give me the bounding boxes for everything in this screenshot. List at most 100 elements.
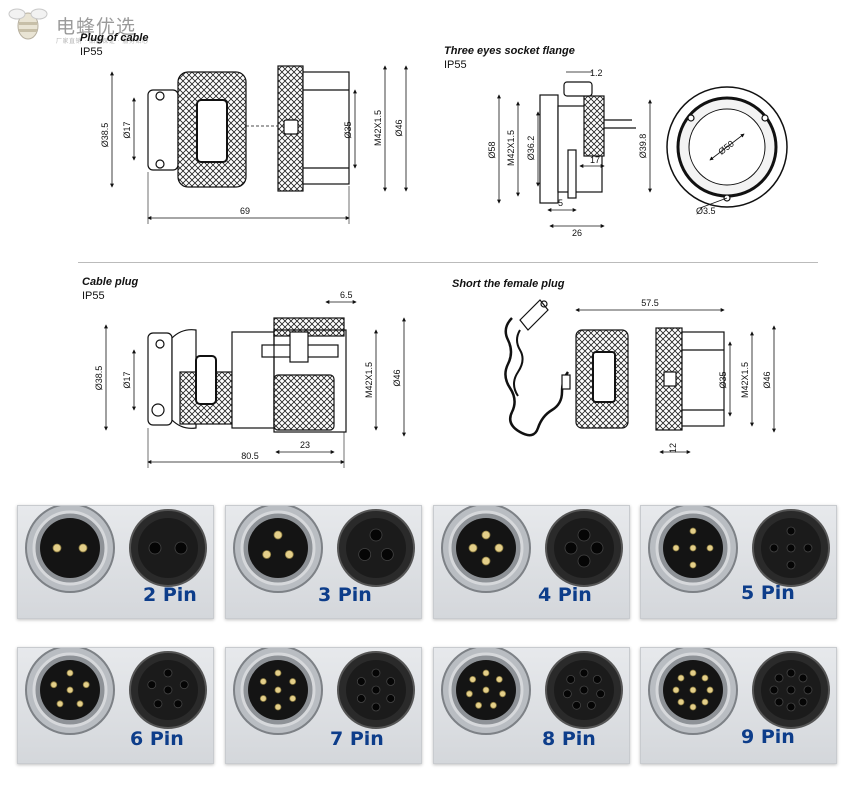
male-pin	[689, 703, 697, 711]
pin-count-label: 4 Pin	[538, 584, 592, 606]
male-socket-insert	[248, 518, 308, 578]
female-socket-hole	[586, 700, 596, 710]
female-socket-hole	[369, 528, 383, 542]
male-pin	[677, 698, 685, 706]
male-pin	[259, 678, 267, 685]
connector-photo	[648, 506, 830, 593]
female-socket-hole	[386, 677, 396, 686]
connector-photo	[25, 506, 207, 593]
dim-label: 6.5	[340, 290, 353, 300]
dim-label: Ø46	[762, 371, 772, 388]
pin-count-label: 7 Pin	[330, 728, 384, 750]
drawing-socket-flange	[497, 71, 788, 228]
female-socket-hole	[358, 548, 372, 561]
section-sub-cable-plug: IP55	[82, 290, 105, 302]
male-pin	[689, 527, 697, 535]
female-socket-hole	[371, 702, 381, 712]
female-socket-hole	[803, 543, 813, 553]
female-socket-hole	[163, 685, 173, 695]
dim-label: 57.5	[641, 298, 659, 308]
male-pin	[274, 703, 282, 711]
connector-photo	[441, 506, 623, 593]
female-socket-hole	[798, 673, 808, 683]
dim-label: Ø46	[394, 119, 404, 136]
male-socket-insert	[456, 518, 516, 578]
male-pin	[466, 690, 473, 698]
female-socket-hole	[786, 526, 796, 536]
female-socket-hole	[386, 694, 396, 703]
male-pin	[274, 686, 282, 694]
female-socket-hole	[564, 541, 578, 555]
female-socket-hole	[786, 543, 796, 553]
drawing-cable-plug	[104, 300, 406, 468]
male-pin	[706, 544, 714, 552]
section-divider	[78, 262, 818, 263]
male-pin	[482, 686, 490, 694]
dim-label: Ø35	[343, 121, 353, 138]
male-pin	[701, 698, 709, 706]
female-socket-hole	[179, 680, 189, 690]
cable-clamp	[147, 89, 179, 171]
female-socket-hole	[592, 674, 602, 684]
male-pin	[52, 543, 62, 553]
female-socket-hole	[579, 668, 589, 678]
dim-label: 23	[300, 440, 310, 450]
male-pin	[494, 543, 504, 553]
clamp-screw	[151, 403, 165, 417]
dim-label: 26	[572, 228, 582, 238]
pin-panel: 9 Pin	[640, 647, 837, 764]
female-socket-hole	[577, 554, 591, 568]
dim-label: Ø17	[122, 371, 132, 388]
pin-count-label: 3 Pin	[318, 584, 372, 606]
dim-label: 12	[668, 443, 678, 453]
drawing-plug-of-cable	[110, 65, 408, 224]
male-pin	[495, 675, 503, 683]
dim-label: M42X1.5	[506, 130, 516, 166]
male-pin	[273, 530, 283, 540]
pin-count-label: 6 Pin	[130, 728, 184, 750]
male-pin	[262, 550, 272, 559]
male-pin	[274, 669, 282, 677]
pin-panel: 3 Pin	[225, 505, 422, 619]
female-socket-hole	[786, 685, 796, 695]
female-socket-hole	[163, 668, 173, 678]
male-pin	[76, 700, 84, 708]
flange-front-outer	[666, 86, 788, 208]
female-socket-hole	[786, 702, 796, 712]
pin-count-label: 2 Pin	[143, 584, 197, 606]
retaining-chain	[504, 317, 570, 437]
logo-text: 电蜂优选	[56, 16, 137, 38]
connector-photo	[441, 648, 623, 735]
female-socket-hole	[579, 685, 589, 695]
female-socket-hole	[371, 668, 381, 678]
female-socket-hole	[147, 680, 157, 690]
section-title-plug-of-cable: Plug of cable	[80, 32, 149, 44]
dim-label: M42X1.5	[364, 362, 374, 398]
male-pin	[689, 669, 697, 677]
male-pin	[284, 550, 294, 559]
female-socket-hole	[566, 674, 576, 684]
pin-panel: 4 Pin	[433, 505, 630, 619]
section-sub-socket-flange: IP55	[444, 59, 467, 71]
connector-photo	[233, 648, 415, 735]
male-pin	[481, 530, 491, 540]
dim-label: Ø39.8	[638, 134, 648, 159]
female-socket-hole	[798, 697, 808, 707]
male-pin	[701, 674, 709, 682]
logo-tagline: 厂家直销 · 品质保证 · 服务贴心	[56, 38, 149, 45]
dim-label: 69	[240, 206, 250, 216]
female-socket-hole	[590, 541, 604, 555]
male-pin	[481, 556, 491, 566]
male-pin	[259, 695, 267, 702]
clamp-screw	[155, 91, 165, 101]
brand-logo: 电蜂优选 厂家直销 · 品质保证 · 服务贴心	[4, 4, 174, 45]
male-pin	[78, 543, 88, 553]
female-socket-hole	[774, 697, 784, 707]
connector-photo	[648, 648, 830, 735]
female-socket-hole	[356, 677, 366, 686]
female-socket-hole	[572, 700, 582, 710]
female-socket-hole	[769, 543, 779, 553]
dim-label: Ø36.2	[526, 136, 536, 161]
pin-count-label: 5 Pin	[741, 582, 795, 604]
male-pin	[56, 700, 64, 708]
